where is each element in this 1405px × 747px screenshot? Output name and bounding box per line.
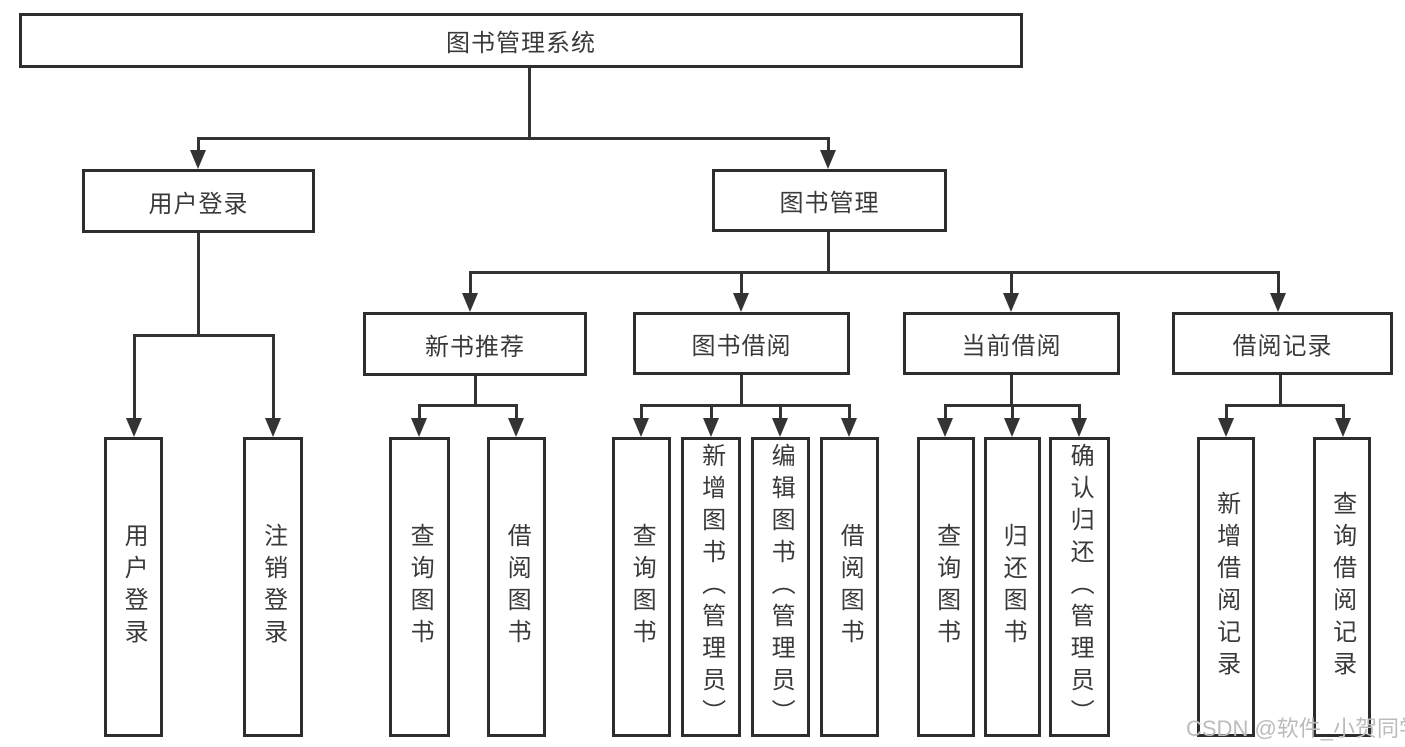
arrowhead-down-icon bbox=[633, 418, 649, 437]
connector-drop bbox=[848, 404, 851, 422]
connector-drop bbox=[1225, 404, 1228, 422]
node-label: 图书管理 bbox=[779, 190, 880, 217]
node-new-book-recommendation: 新书推荐 bbox=[363, 312, 587, 376]
node-library-management-system: 图书管理系统 bbox=[19, 13, 1023, 68]
connector-currentborrow-stem bbox=[1010, 375, 1013, 407]
connector-drop bbox=[418, 404, 421, 422]
node-bb-query-books: 查询图书 bbox=[612, 437, 671, 737]
node-bb-edit-books-admin: 编辑图书（管理员） bbox=[751, 437, 810, 737]
arrowhead-down-icon bbox=[937, 418, 953, 437]
arrowhead-down-icon bbox=[703, 418, 719, 437]
connector-bookborrow-stem bbox=[740, 375, 743, 407]
node-book-management: 图书管理 bbox=[712, 169, 947, 232]
node-br-add-record: 新增借阅记录 bbox=[1197, 437, 1255, 737]
node-cb-confirm-return-admin: 确认归还（管理员） bbox=[1049, 437, 1110, 737]
node-nb-borrow-books: 借阅图书 bbox=[487, 437, 546, 737]
node-label: 查询图书 bbox=[406, 523, 434, 651]
arrowhead-down-icon bbox=[733, 293, 749, 312]
node-label: 查询图书 bbox=[932, 523, 960, 651]
node-label: 图书借阅 bbox=[691, 333, 792, 360]
connector-drop bbox=[272, 334, 275, 422]
node-label: 查询借阅记录 bbox=[1328, 491, 1356, 683]
node-label: 新书推荐 bbox=[425, 333, 525, 361]
arrowhead-down-icon bbox=[411, 418, 427, 437]
arrowhead-down-icon bbox=[1004, 418, 1020, 437]
node-book-borrowing: 图书借阅 bbox=[633, 312, 850, 375]
node-label: 确认归还（管理员） bbox=[1066, 443, 1094, 731]
node-label: 借阅图书 bbox=[503, 523, 531, 651]
node-bb-borrow-books: 借阅图书 bbox=[820, 437, 879, 737]
arrowhead-down-icon bbox=[841, 418, 857, 437]
node-current-borrowing: 当前借阅 bbox=[903, 312, 1120, 375]
node-cb-return-books: 归还图书 bbox=[984, 437, 1041, 737]
node-label: 注销登录 bbox=[259, 523, 287, 651]
arrowhead-down-icon bbox=[126, 418, 142, 437]
connector-drop bbox=[133, 334, 136, 422]
connector-newbooks-branch bbox=[418, 404, 518, 407]
arrowhead-down-icon bbox=[508, 418, 524, 437]
connector-borrowrecords-stem bbox=[1279, 375, 1282, 407]
node-label: 用户登录 bbox=[148, 190, 249, 218]
arrowhead-down-icon bbox=[265, 418, 281, 437]
connector-drop bbox=[1011, 404, 1014, 422]
node-label: 新增借阅记录 bbox=[1212, 491, 1240, 683]
arrowhead-down-icon bbox=[1218, 418, 1234, 437]
connector-drop bbox=[779, 404, 782, 422]
connector-root-stem bbox=[528, 68, 531, 138]
node-label: 当前借阅 bbox=[961, 333, 1062, 360]
csdn-watermark: CSDN @软件_小贺同学 bbox=[1186, 716, 1405, 741]
connector-drop bbox=[1078, 404, 1081, 422]
node-label: 编辑图书（管理员） bbox=[767, 443, 795, 731]
connector-level3-branch bbox=[469, 271, 1280, 274]
node-label: 借阅图书 bbox=[836, 523, 864, 651]
node-label: 归还图书 bbox=[999, 523, 1027, 651]
node-logout: 注销登录 bbox=[243, 437, 303, 737]
arrowhead-down-icon bbox=[1335, 418, 1351, 437]
node-label: 新增图书（管理员） bbox=[697, 443, 725, 731]
connector-bookmgmt-stem bbox=[827, 232, 830, 274]
connector-drop bbox=[197, 137, 200, 155]
arrowhead-down-icon bbox=[772, 418, 788, 437]
connector-bookborrow-branch bbox=[640, 404, 851, 407]
connector-borrowrecords-branch bbox=[1225, 404, 1345, 407]
node-user-login: 用户登录 bbox=[82, 169, 315, 233]
arrowhead-down-icon bbox=[190, 150, 206, 169]
connector-userlogin-stem bbox=[197, 233, 200, 337]
node-label: 图书管理系统 bbox=[446, 30, 596, 57]
node-bb-add-books-admin: 新增图书（管理员） bbox=[681, 437, 741, 737]
arrowhead-down-icon bbox=[820, 150, 836, 169]
node-label: 查询图书 bbox=[628, 523, 656, 651]
node-borrowing-records: 借阅记录 bbox=[1172, 312, 1393, 375]
connector-drop bbox=[469, 271, 472, 297]
arrowhead-down-icon bbox=[1071, 418, 1087, 437]
connector-drop bbox=[1277, 271, 1280, 297]
connector-drop bbox=[827, 137, 830, 155]
connector-drop bbox=[944, 404, 947, 422]
connector-drop bbox=[640, 404, 643, 422]
arrowhead-down-icon bbox=[462, 293, 478, 312]
connector-level2-branch bbox=[197, 137, 830, 140]
arrowhead-down-icon bbox=[1270, 293, 1286, 312]
connector-userlogin-branch bbox=[133, 334, 275, 337]
node-label: 借阅记录 bbox=[1232, 333, 1333, 360]
connector-drop bbox=[710, 404, 713, 422]
connector-drop bbox=[515, 404, 518, 422]
node-nb-query-books: 查询图书 bbox=[389, 437, 450, 737]
connector-drop bbox=[1342, 404, 1345, 422]
node-cb-query-books: 查询图书 bbox=[917, 437, 975, 737]
arrowhead-down-icon bbox=[1003, 293, 1019, 312]
node-label: 用户登录 bbox=[120, 523, 148, 651]
connector-drop bbox=[740, 271, 743, 297]
node-user-login-leaf: 用户登录 bbox=[104, 437, 163, 737]
connector-newbooks-stem bbox=[474, 376, 477, 407]
connector-drop bbox=[1010, 271, 1013, 297]
node-br-query-record: 查询借阅记录 bbox=[1313, 437, 1371, 737]
